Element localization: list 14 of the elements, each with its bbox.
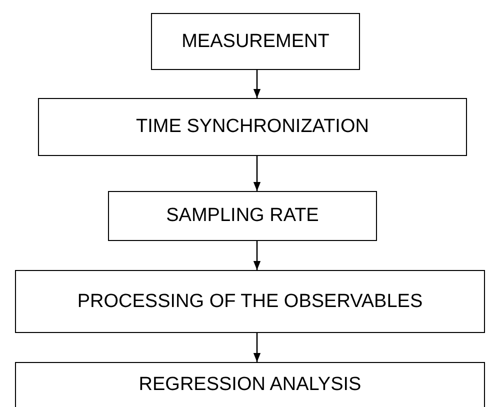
arrow bbox=[253, 333, 261, 362]
arrow bbox=[253, 241, 261, 270]
box-label: MEASUREMENT bbox=[182, 30, 330, 52]
arrow bbox=[253, 156, 261, 191]
process-box bbox=[38, 98, 467, 156]
arrow bbox=[253, 70, 261, 98]
process-box bbox=[15, 362, 485, 407]
process-box bbox=[108, 191, 377, 241]
process-box bbox=[15, 270, 485, 333]
box-label: REGRESSION ANALYSIS bbox=[138, 374, 362, 396]
process-box bbox=[151, 13, 360, 70]
box-label: SAMPLING RATE bbox=[166, 205, 319, 227]
box-label: TIME SYNCHRONIZATION bbox=[136, 116, 369, 138]
box-label: PROCESSING OF THE OBSERVABLES bbox=[77, 290, 423, 312]
